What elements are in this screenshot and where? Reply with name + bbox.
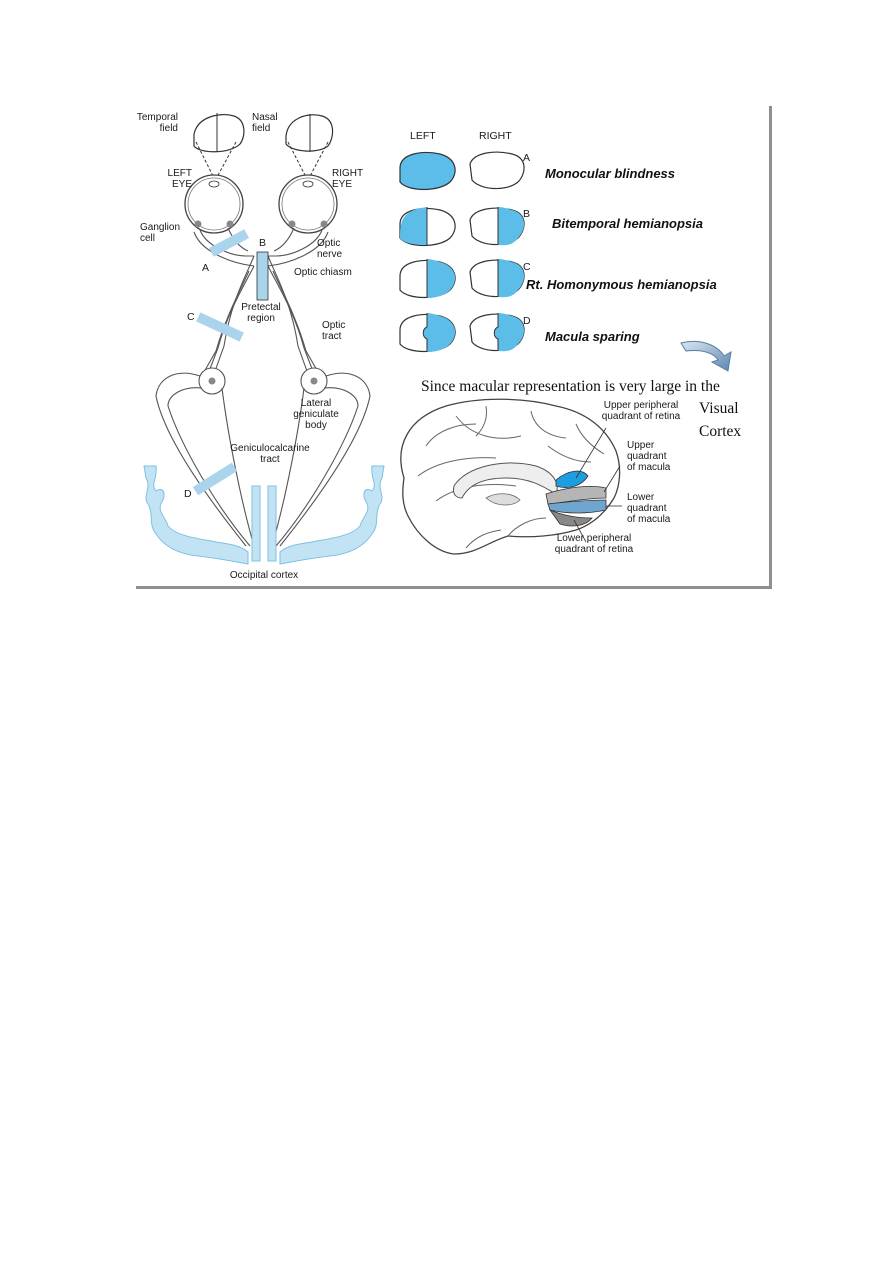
col-right-header: RIGHT — [479, 130, 512, 142]
pretectal-label-1: Pretectal — [241, 302, 280, 313]
optic-nerve-label-2: nerve — [317, 249, 342, 260]
geniculocalcarine-label-1: Geniculocalcarine — [230, 443, 310, 454]
optic-nerves — [193, 227, 329, 267]
pretectal-label-2: region — [247, 313, 275, 324]
geniculocalcarine-tracts — [155, 372, 371, 547]
right-visual-field — [285, 114, 334, 152]
upper-peripheral-region — [555, 470, 589, 488]
nasal-field-label-1: Nasal — [252, 112, 278, 123]
lesion-b-label: B — [259, 237, 266, 249]
upper-peripheral-label-1: Upper peripheral — [604, 400, 679, 411]
note-line-3: Cortex — [699, 423, 741, 440]
upper-macula-label-3: of macula — [627, 462, 671, 473]
upper-peripheral-label-2: quadrant of retina — [602, 411, 681, 422]
upper-macula-label-1: Upper — [627, 440, 655, 451]
upper-macula-label-2: quadrant — [627, 451, 667, 462]
lower-macula-label-1: Lower — [627, 492, 655, 503]
occipital-cortex-label: Occipital cortex — [230, 570, 298, 581]
lower-peripheral-label-1: Lower peripheral — [557, 533, 632, 544]
row-c-title: Rt. Homonymous hemianopsia — [526, 277, 717, 292]
lgb-label-1: Lateral — [301, 398, 332, 409]
row-d-letter: D — [523, 315, 531, 327]
ganglion-cells — [194, 220, 328, 228]
lgb-label-2: geniculate — [293, 409, 339, 420]
curved-arrow-icon — [680, 341, 732, 372]
optic-nerve-label-1: Optic — [317, 238, 340, 249]
lesion-d-label: D — [184, 488, 192, 500]
row-a-left-field — [399, 151, 456, 191]
optic-chiasm-label: Optic chiasm — [294, 267, 352, 278]
right-eye — [278, 174, 338, 234]
lower-peripheral-label-2: quadrant of retina — [555, 544, 634, 555]
lesion-c — [196, 312, 244, 342]
left-visual-field — [193, 113, 245, 153]
lesion-a-label: A — [202, 262, 209, 274]
row-a-letter: A — [523, 152, 530, 164]
lesion-a — [208, 229, 250, 257]
row-a-title: Monocular blindness — [545, 166, 675, 181]
nasal-field-label-2: field — [252, 123, 270, 134]
right-eye-label-1: RIGHT — [332, 168, 363, 179]
lesion-b — [256, 251, 269, 301]
lgb-label-3: body — [305, 420, 327, 431]
lower-macula-label-3: of macula — [627, 514, 671, 525]
row-b-title: Bitemporal hemianopsia — [552, 216, 703, 231]
lesion-c-label: C — [187, 311, 195, 323]
temporal-field-label-2: field — [160, 123, 178, 134]
left-eye-label-2: EYE — [172, 179, 192, 190]
right-eye-label-2: EYE — [332, 179, 352, 190]
row-b-letter: B — [523, 208, 530, 220]
row-c-letter: C — [523, 261, 531, 273]
geniculocalcarine-label-2: tract — [260, 454, 280, 465]
ganglion-cell-label-2: cell — [140, 233, 155, 244]
row-a-right-field — [469, 151, 525, 190]
optic-tract-label-1: Optic — [322, 320, 345, 331]
ganglion-cell-label-1: Ganglion — [140, 222, 180, 233]
lower-macula-region — [547, 499, 607, 514]
optic-tracts — [203, 255, 319, 375]
note-line-2: Visual — [699, 400, 739, 417]
col-left-header: LEFT — [410, 130, 436, 142]
note-line-1: Since macular representation is very lar… — [421, 378, 720, 395]
field-defects-table: LEFT RIGHT A Monocular blindness B Bitem… — [399, 130, 717, 353]
lower-peripheral-region — [548, 509, 593, 527]
optic-tract-label-2: tract — [322, 331, 342, 342]
row-d-title: Macula sparing — [545, 329, 640, 344]
left-eye-label-1: LEFT — [168, 168, 192, 179]
temporal-field-label-1: Temporal — [137, 112, 178, 123]
lesion-d — [192, 462, 238, 496]
occipital-cortex — [143, 465, 385, 565]
lower-macula-label-2: quadrant — [627, 503, 667, 514]
left-eye — [184, 174, 244, 234]
